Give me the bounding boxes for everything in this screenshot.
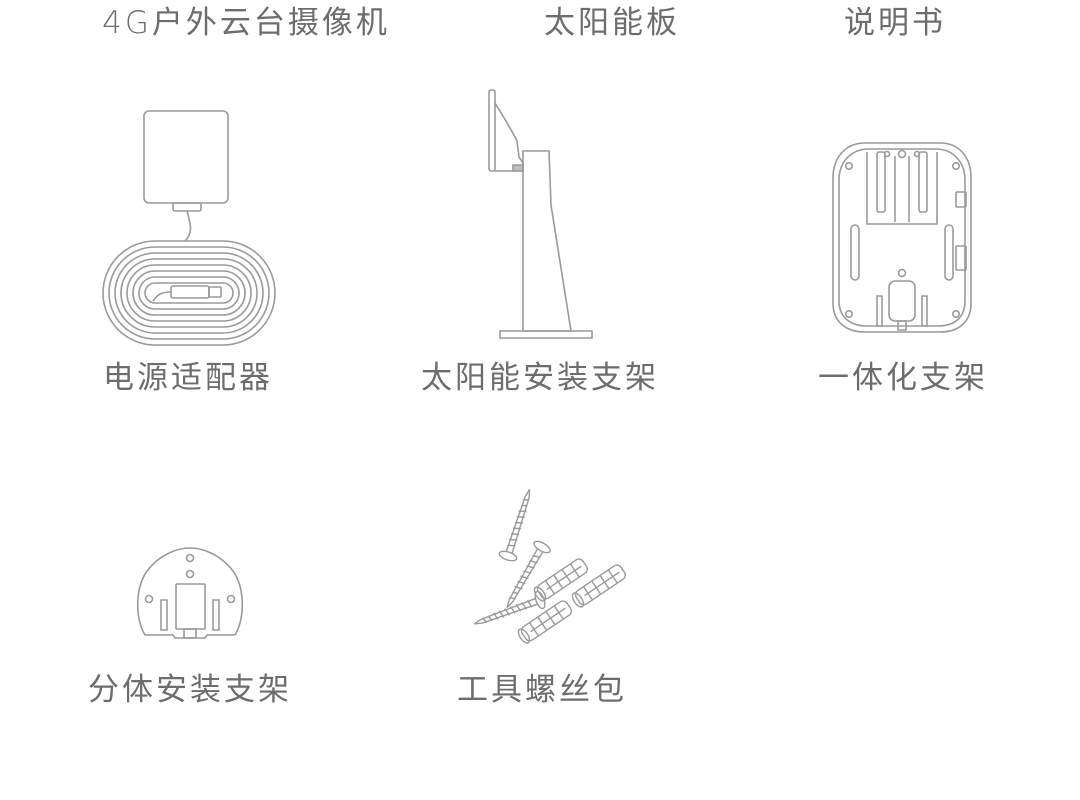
split-mount-bracket-icon	[133, 543, 248, 643]
label-manual: 说明书	[844, 5, 946, 41]
power-adapter-icon	[95, 105, 285, 350]
label-split-mount-bracket: 分体安装支架	[88, 672, 292, 708]
label-4g-camera: 4G户外云台摄像机	[102, 5, 390, 41]
label-integrated-bracket: 一体化支架	[818, 360, 988, 396]
label-power-adapter: 电源适配器	[103, 360, 273, 396]
label-solar-mount-bracket: 太阳能安装支架	[421, 360, 659, 396]
screw-kit-icon	[478, 538, 638, 650]
solar-mount-bracket-icon	[485, 85, 600, 345]
integrated-bracket-icon	[825, 138, 980, 338]
label-solar-panel: 太阳能板	[544, 5, 680, 41]
label-screw-kit: 工具螺丝包	[457, 672, 627, 708]
